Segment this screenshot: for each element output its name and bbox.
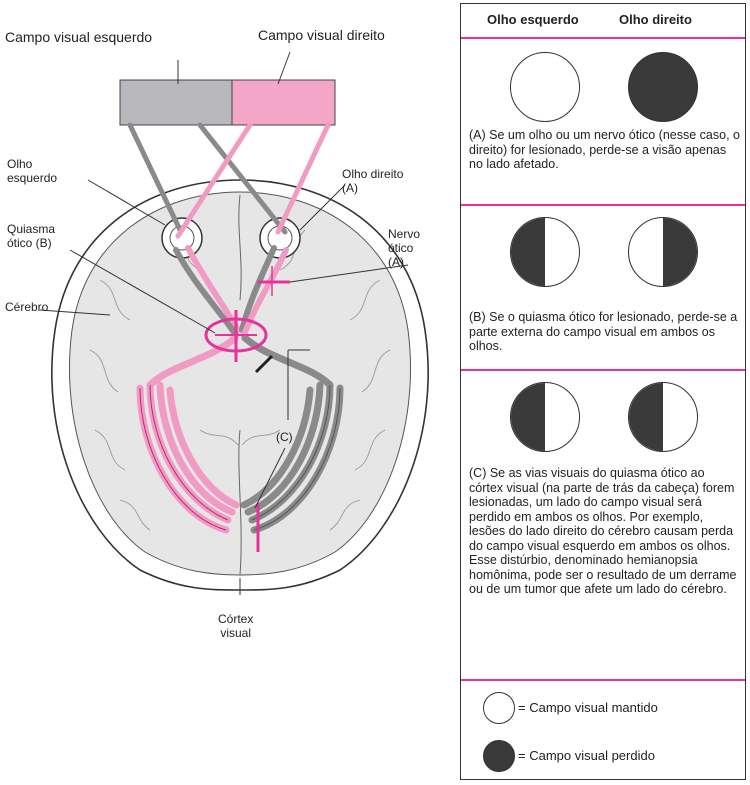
section-b-right-eye-field — [628, 217, 698, 287]
tract-lesion-marker — [254, 354, 274, 374]
legend-kept-swatch — [483, 692, 515, 724]
left-visual-field-label: Campo visual esquerdo — [5, 29, 153, 45]
section-b-left-eye-field — [510, 217, 580, 287]
brain-label: Cérebro — [5, 300, 49, 314]
section-c-description: (C) Se as vias visuais do quiasma ótico … — [469, 466, 737, 596]
section-b-description: (B) Se o quiasma ótico for lesionado, pe… — [469, 310, 738, 353]
right-eye-header: Olho direito — [619, 12, 692, 27]
section-divider — [461, 204, 745, 206]
section-divider — [461, 679, 745, 681]
tract-c-label: (C) — [276, 430, 293, 444]
right-visual-field-box — [231, 79, 336, 126]
left-eye-header: Olho esquerdo — [487, 12, 579, 27]
legend-kept-label: = Campo visual mantido — [518, 700, 658, 715]
left-visual-field-box — [119, 79, 233, 126]
visual-field-loss-panel: Olho esquerdo Olho direito (A) Se um olh… — [460, 3, 746, 780]
section-a-right-eye-field — [628, 52, 698, 122]
optic-chiasm-label: Quiasma ótico (B) — [7, 222, 56, 250]
visual-pathway-diagram — [39, 51, 429, 595]
section-a-left-eye-field — [510, 52, 580, 122]
legend-lost-swatch — [483, 740, 515, 772]
header-divider — [461, 37, 745, 39]
section-a-description: (A) Se um olho ou um nervo ótico (nesse … — [469, 128, 740, 171]
section-c-right-eye-field — [628, 382, 698, 452]
visual-cortex-label: Córtex visual — [218, 612, 254, 640]
left-eye-label: Olho esquerdo — [7, 157, 58, 185]
section-divider — [461, 369, 745, 371]
right-visual-field-label: Campo visual direito — [258, 27, 385, 43]
optic-nerve-label: Nervo ótico (A) — [388, 227, 421, 269]
legend-lost-label: = Campo visual perdido — [518, 748, 655, 763]
right-eye-label: Olho direito (A) — [342, 167, 404, 195]
section-c-left-eye-field — [510, 382, 580, 452]
